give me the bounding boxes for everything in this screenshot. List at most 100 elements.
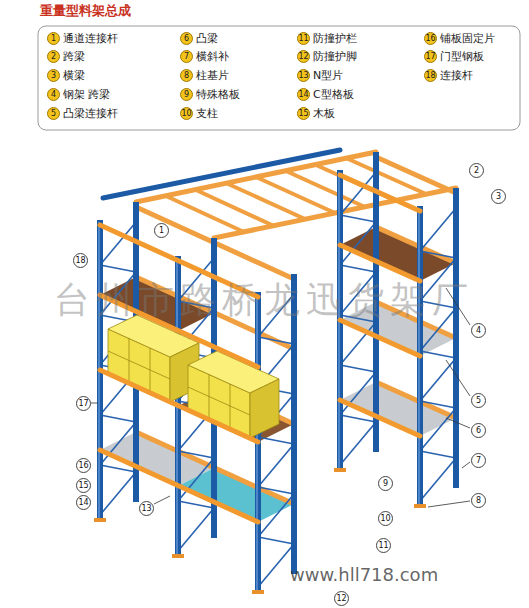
legend-text: 横斜补 [196,51,229,62]
callout-number: 15 [76,478,91,493]
front-beam [340,400,420,436]
legend-text: 铺板固定片 [440,33,495,44]
legend-text: 木板 [313,108,335,119]
legend-frame [38,26,520,130]
leader-line [154,496,170,504]
top-ladder [346,158,426,194]
front-beam [340,320,420,356]
callout-number: 9 [378,476,393,491]
legend-number: 14 [297,88,310,101]
legend-number: 16 [424,32,437,45]
callout-number: 7 [471,453,486,468]
legend-number: 3 [47,69,60,82]
frame-bracing [420,208,456,501]
frame-bracing [258,294,294,587]
legend-number: 5 [47,107,60,120]
front-beam [100,450,258,522]
legend-number: 1 [47,32,60,45]
legend-number: 10 [180,107,193,120]
legend-number: 8 [180,69,193,82]
front-beam [340,175,420,211]
legend-number: 6 [180,32,193,45]
legend-text: 门型钢板 [440,51,484,62]
callout-number: 12 [334,591,349,606]
front-beam [340,245,420,281]
pallet-box [250,379,279,438]
base-plate [172,554,184,558]
callout-number: 10 [378,511,393,526]
callout-number: 16 [76,458,91,473]
callout-number: 11 [376,538,391,553]
channel-rod [103,150,340,198]
top-ladder [286,171,365,207]
legend-number: 7 [180,50,193,63]
legend-text: 通道连接杆 [63,33,118,44]
pallet-box [129,338,130,383]
callout-number: 3 [491,189,506,204]
top-ladder [256,177,335,213]
legend-text: 连接杆 [440,70,473,81]
upright-post [291,274,297,574]
top-ladder [196,190,274,226]
top-ladder [166,196,244,232]
diagram-title: 重量型料架总成 [40,4,131,17]
callout-number: 14 [76,495,91,510]
legend-text: 凸梁 [196,33,218,44]
watermark-url: www.hll718.com [290,566,438,584]
callout-number: 18 [73,253,88,268]
leader-line [446,360,470,396]
legend-text: 跨梁 [63,51,85,62]
channel-rod [103,150,340,198]
leader-line [462,462,470,468]
upright-post [100,152,456,592]
leader-line [91,403,98,404]
pallet-box [209,374,210,419]
legend-number: 18 [424,69,437,82]
legend-text: 特殊格板 [196,89,240,100]
legend-text: 支柱 [196,108,218,119]
base-plate [252,590,264,594]
top-ladder [136,152,456,238]
watermark: 台州市路桥龙迅货架厂 [54,282,474,318]
callout-number: 4 [471,323,486,338]
frame-bracing [340,172,376,465]
legend-number: 11 [297,32,310,45]
callout-number: 6 [471,423,486,438]
back-beam [376,227,456,263]
legend-number: 17 [424,50,437,63]
upright-post [453,188,459,488]
legend-text: 防撞护栏 [313,33,357,44]
callout-number: 2 [469,163,484,178]
pallet-box [108,351,170,379]
legend-number: 9 [180,88,193,101]
pallet-box [108,315,279,438]
legend-text: 柱基片 [196,70,229,81]
leader-line [446,418,470,428]
base-plate [414,504,426,508]
leader-line [91,288,470,507]
legend-number: 4 [47,88,60,101]
front-beam [100,175,420,522]
base-plate [334,468,346,472]
pallet-box [188,387,250,415]
pallet-box [230,384,231,429]
legend-frame [38,26,520,130]
callout-number: 8 [471,493,486,508]
callout-number: 13 [139,501,154,516]
legend-text: N型片 [313,70,343,81]
pallet-box [150,348,151,393]
back-beam [376,382,456,418]
legend-number: 13 [297,69,310,82]
legend-number: 2 [47,50,60,63]
legend-text: 防撞护脚 [313,51,357,62]
legend-number: 12 [297,50,310,63]
legend-text: C型格板 [313,89,354,100]
legend-number: 15 [297,107,310,120]
legend-text: 凸梁连接杆 [63,108,118,119]
callout-number: 5 [471,393,486,408]
front-beam [100,370,258,442]
callout-number: 1 [154,223,169,238]
legend-text: 钢架 跨梁 [63,89,111,100]
leader-line [428,501,470,507]
legend-text: 横梁 [63,70,85,81]
